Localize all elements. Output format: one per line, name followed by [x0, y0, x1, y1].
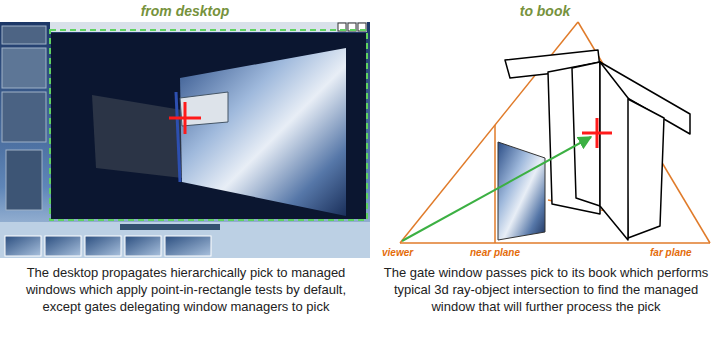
taskbar	[120, 224, 220, 230]
panel-heading: from desktop	[0, 3, 370, 20]
side-window	[2, 48, 46, 88]
near-plane-image	[498, 142, 545, 240]
book-page	[548, 62, 600, 214]
small-dialog	[180, 92, 228, 126]
thumbnail	[5, 236, 41, 256]
desktop-background	[0, 22, 370, 258]
desktop-horizon	[0, 222, 370, 258]
thumbnail	[45, 236, 81, 256]
pick-cross	[184, 102, 187, 134]
side-window	[2, 92, 46, 142]
frustum-label: far plane	[650, 247, 714, 259]
frustum-label: near plane	[470, 247, 550, 259]
side-window	[6, 150, 42, 210]
panel-heading: to book	[372, 3, 718, 20]
thumbnail	[85, 236, 121, 256]
book-page	[626, 98, 664, 238]
caption-text: The desktop propagates hierarchically pi…	[8, 264, 364, 315]
tilted-window	[92, 95, 182, 178]
caption-text: The gate window passes pick to its book …	[380, 264, 712, 315]
pick-cross	[596, 118, 599, 148]
book-page	[600, 62, 628, 240]
window-edge	[176, 92, 180, 182]
pick-ray	[402, 137, 591, 241]
frustum-edge	[400, 242, 710, 244]
near-plane-edge	[494, 125, 496, 243]
cloud-window	[180, 48, 346, 216]
thumbnail	[165, 236, 211, 256]
managed-window	[51, 33, 366, 219]
side-window	[2, 26, 46, 44]
title-bar	[50, 22, 367, 32]
frustum-label: viewer	[382, 247, 442, 259]
thumbnail	[125, 236, 161, 256]
gate-outline	[50, 30, 367, 220]
